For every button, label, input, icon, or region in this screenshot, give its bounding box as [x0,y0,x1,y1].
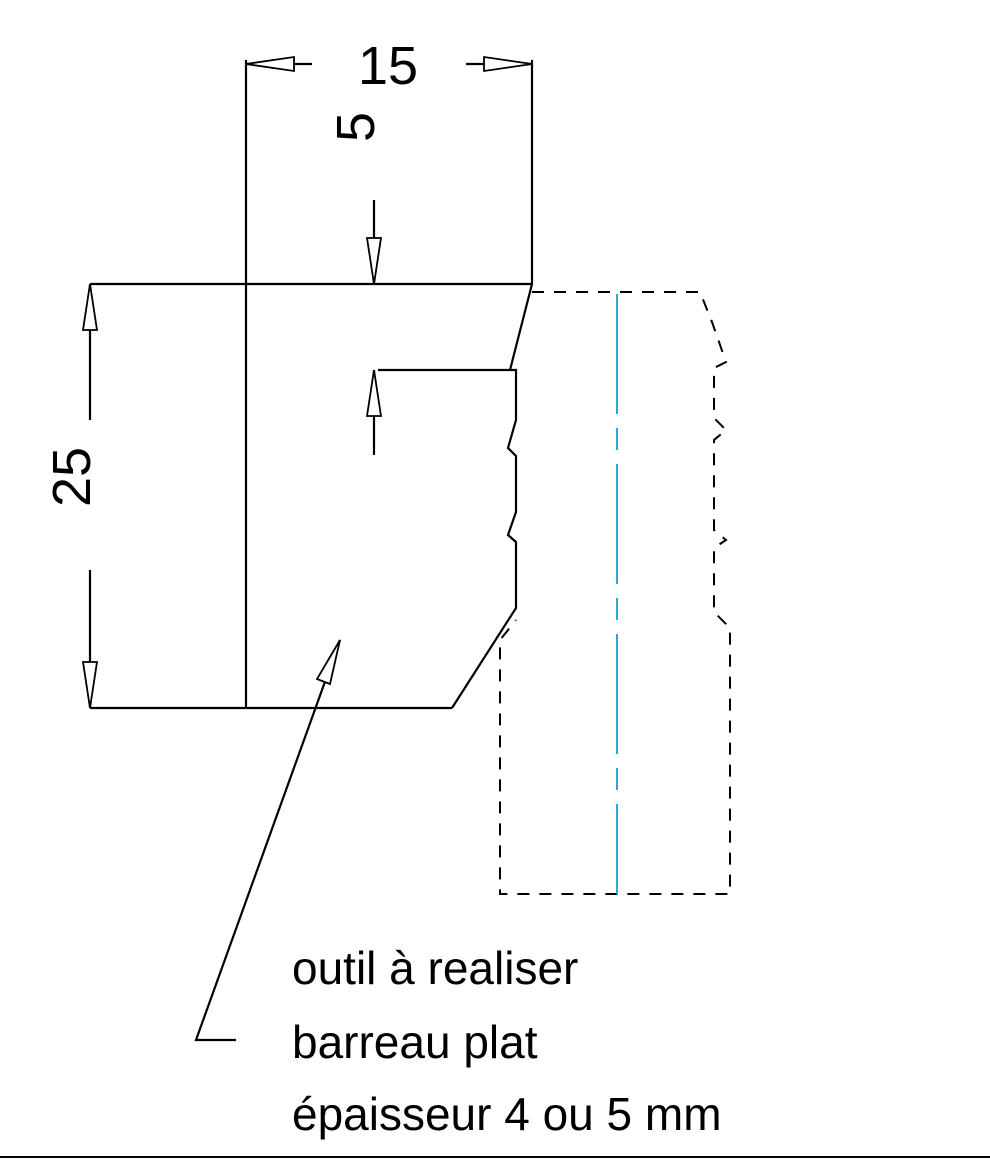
tool-profile [378,283,534,709]
note-line-2: barreau plat [292,1016,538,1068]
tool-outline [90,60,534,710]
workpiece-outline [499,291,731,895]
step-arrow-top [365,237,383,285]
width-dimension-label: 15 [358,36,418,96]
height-arrow-bottom [81,661,99,709]
height-dimension: 25 [42,283,102,709]
note-leader [194,639,342,1042]
step-dimension: 5 [326,112,386,455]
note: outil à realiser barreau plat épaisseur … [292,942,722,1140]
note-line-3: épaisseur 4 ou 5 mm [292,1088,722,1140]
height-dimension-label: 25 [42,447,102,507]
workpiece-dashed [499,291,731,895]
note-line-1: outil à realiser [292,942,578,994]
width-arrow-right [483,55,533,73]
leader-line [194,639,342,1042]
width-dimension: 15 [245,36,533,96]
leader-arrow [315,639,341,686]
width-arrow-left [245,55,295,73]
step-dimension-label: 5 [326,112,386,142]
step-arrow-bottom [365,369,383,417]
height-arrow-top [81,283,99,331]
